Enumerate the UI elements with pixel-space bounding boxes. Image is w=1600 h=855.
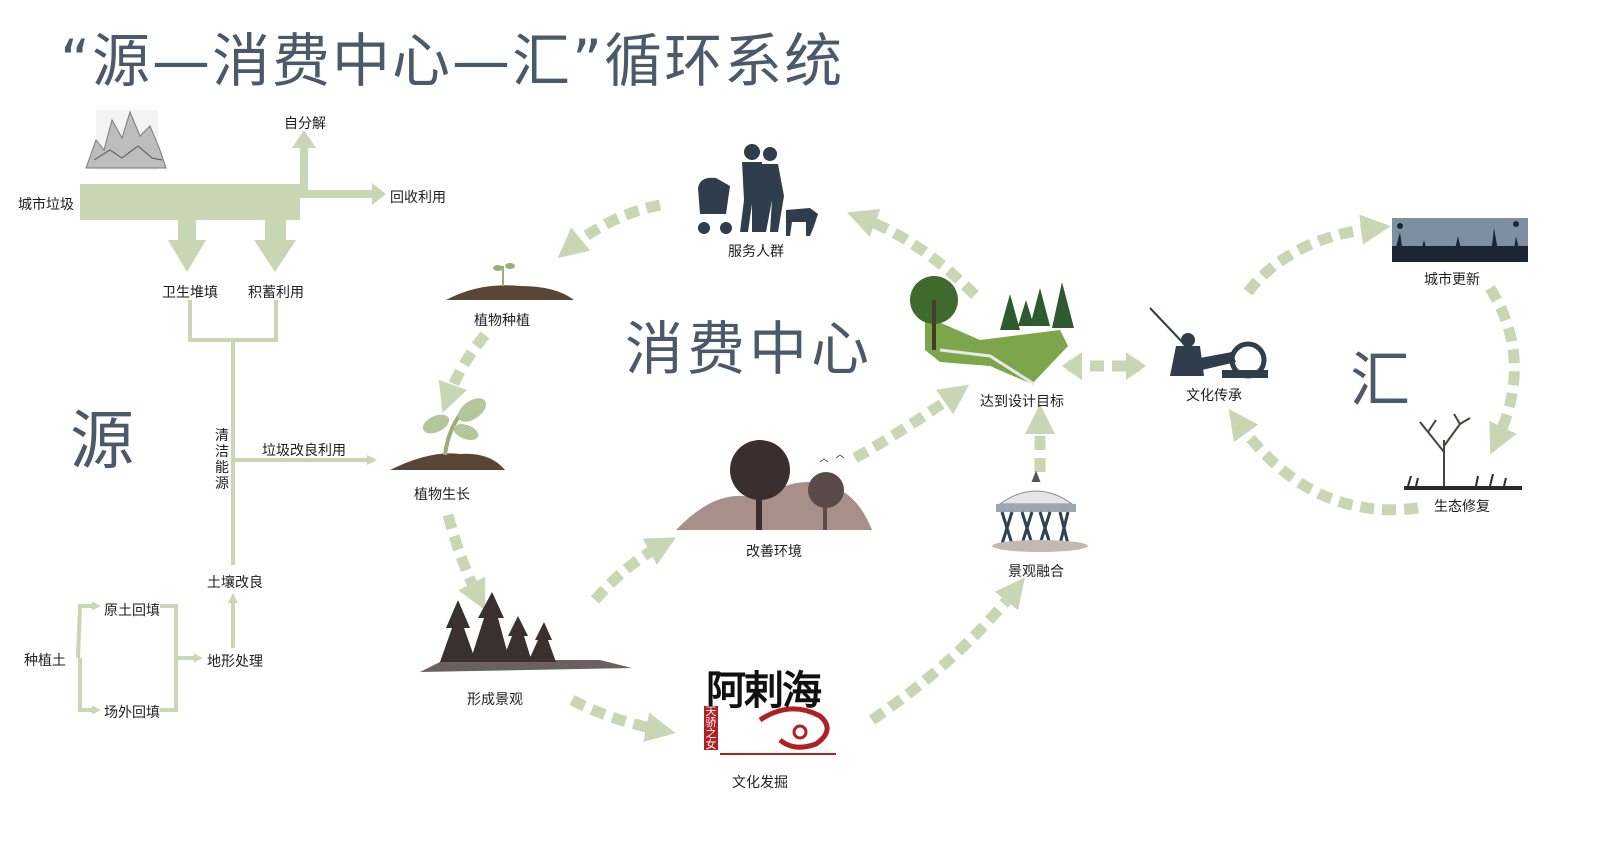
logo-name: 阿剌海 xyxy=(706,667,822,714)
diagram-title: “源—消费中心—汇”循环系统 xyxy=(60,27,845,95)
label-landscape: 形成景观 xyxy=(467,692,523,708)
forest-landscape-icon xyxy=(420,592,632,672)
label-city-renewal: 城市更新 xyxy=(1424,272,1480,288)
label-original-fill: 原土回填 xyxy=(104,603,160,619)
cycle-arrows xyxy=(438,199,1140,742)
culture-logo xyxy=(704,706,836,755)
label-self-decompose: 自分解 xyxy=(284,116,326,132)
pavilion-icon xyxy=(992,470,1088,552)
label-terrain: 地形处理 xyxy=(207,654,263,670)
label-landscape-merge: 景观融合 xyxy=(1008,564,1064,580)
label-storage: 积蓄利用 xyxy=(248,285,304,301)
heading-sink: 汇 xyxy=(1350,346,1410,416)
label-design-target: 达到设计目标 xyxy=(980,394,1064,410)
label-growth: 植物生长 xyxy=(414,487,470,503)
seedling-icon xyxy=(446,263,574,300)
label-service-people: 服务人群 xyxy=(728,244,784,260)
label-eco-repair: 生态修复 xyxy=(1434,499,1490,515)
label-soil-improve: 土壤改良 xyxy=(207,575,263,591)
city-renewal-icon xyxy=(1392,218,1528,262)
growing-plant-icon xyxy=(390,398,505,470)
left-connectors xyxy=(76,300,377,715)
label-landfill: 卫生堆填 xyxy=(162,285,218,301)
label-waste-improve: 垃圾改良利用 xyxy=(262,443,346,459)
eco-repair-tree-icon xyxy=(1404,413,1522,490)
label-culture-dig: 文化发掘 xyxy=(732,775,788,791)
logo-subtitle: 天骄之女 xyxy=(705,705,717,751)
improve-environment-icon xyxy=(676,440,872,530)
label-planting-soil: 种植土 xyxy=(24,653,66,669)
service-people-icon xyxy=(698,144,818,236)
sink-cycle-arrows xyxy=(1228,214,1520,516)
heading-source: 源 xyxy=(70,405,134,479)
city-waste-flow-band xyxy=(80,130,386,272)
heritage-silhouette-icon xyxy=(1149,307,1268,379)
label-planting: 植物种植 xyxy=(474,313,530,329)
heading-consumption-center: 消费中心 xyxy=(625,315,874,383)
label-city-waste: 城市垃圾 xyxy=(18,197,74,213)
label-heritage: 文化传承 xyxy=(1186,388,1242,404)
label-offsite-fill: 场外回填 xyxy=(104,705,160,721)
design-target-icon xyxy=(910,276,1074,386)
label-recycle: 回收利用 xyxy=(390,190,446,206)
label-clean-energy: 清洁能源 xyxy=(215,428,229,492)
label-improve-env: 改善环境 xyxy=(746,544,802,560)
waste-pile-icon xyxy=(85,110,167,170)
